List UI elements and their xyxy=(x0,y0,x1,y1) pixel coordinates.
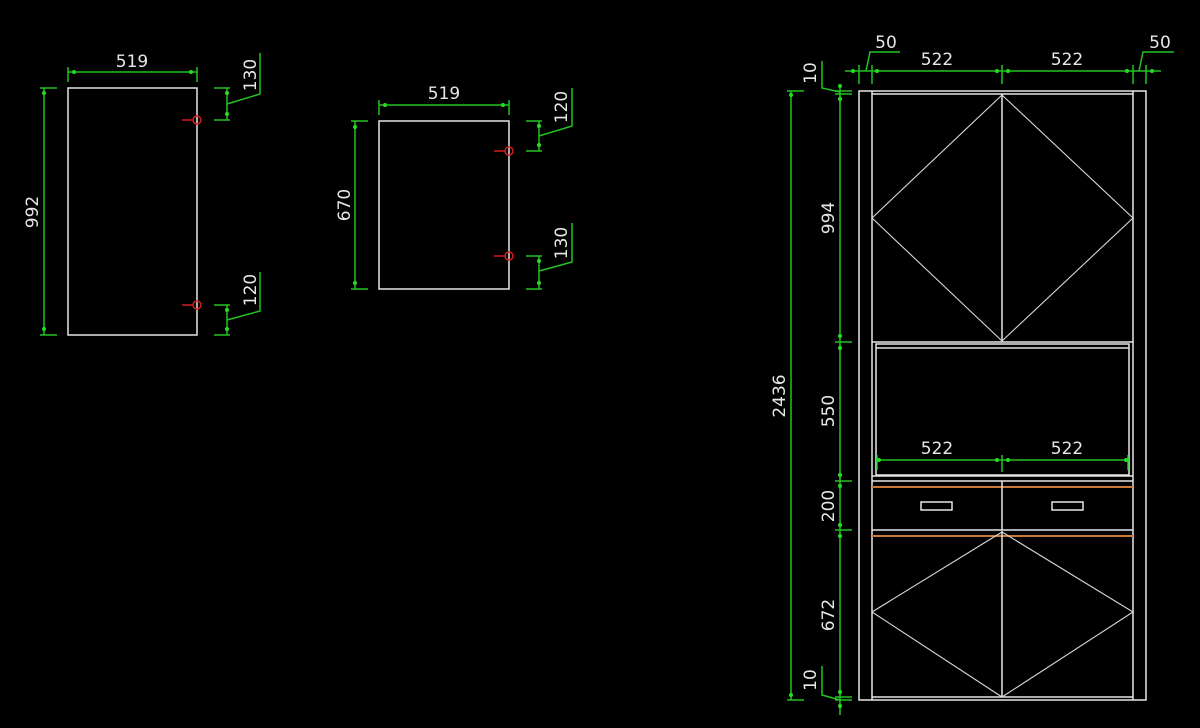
dimension-label: 522 xyxy=(921,439,953,459)
drawer-handle-icon xyxy=(1051,501,1084,511)
dimension-label: 670 xyxy=(335,189,355,221)
dimension-label: 2436 xyxy=(770,374,790,417)
dimension-hinge-top xyxy=(526,88,573,152)
dimension-label: 522 xyxy=(921,50,953,70)
dimension-label: 50 xyxy=(875,33,897,53)
dimension-hinge-top xyxy=(214,53,261,121)
dimension-label: 522 xyxy=(1051,50,1083,70)
panel-b-outline xyxy=(378,120,510,290)
dimension-section-heights xyxy=(821,61,852,715)
lower-doors xyxy=(870,531,1135,698)
upper-doors xyxy=(871,94,1134,343)
dimension-label: 519 xyxy=(116,52,148,72)
dimension-label: 550 xyxy=(819,395,839,427)
dimension-top-widths xyxy=(845,51,1174,84)
hinge-icon xyxy=(182,115,202,125)
panel-a-outline xyxy=(67,87,198,336)
dimension-width xyxy=(378,100,510,115)
dimension-total-height xyxy=(787,90,804,701)
dimension-label: 130 xyxy=(241,59,261,91)
dimension-label: 130 xyxy=(552,227,572,259)
panel-b: 519 670 120 130 xyxy=(335,84,573,290)
drawer-handle-icon xyxy=(920,501,953,511)
cabinet-elevation: 522 522 xyxy=(770,33,1174,715)
dimension-label: 120 xyxy=(552,91,572,123)
dimension-label: 120 xyxy=(241,274,261,306)
hinge-icon xyxy=(494,146,514,156)
panel-a: 519 992 130 120 xyxy=(23,52,261,336)
hinge-icon xyxy=(494,251,514,261)
dimension-label: 522 xyxy=(1051,439,1083,459)
dimension-label: 200 xyxy=(819,490,839,522)
dimension-width xyxy=(67,67,198,82)
dimension-label: 10 xyxy=(801,62,821,84)
drawers xyxy=(872,481,1133,537)
dimension-label: 50 xyxy=(1149,33,1171,53)
dimension-label: 672 xyxy=(819,599,839,631)
dimension-hinge-bottom xyxy=(526,223,573,290)
dimension-label: 519 xyxy=(428,84,460,104)
cabinet-outline xyxy=(858,90,1147,701)
dimension-label: 994 xyxy=(819,202,839,234)
dimension-hinge-bottom xyxy=(214,272,261,336)
dimension-height xyxy=(40,87,57,336)
hinge-icon xyxy=(182,300,202,310)
dimension-height xyxy=(351,120,368,290)
dimension-label: 10 xyxy=(801,669,821,691)
open-section xyxy=(872,343,1133,482)
dimension-label: 992 xyxy=(23,196,43,228)
